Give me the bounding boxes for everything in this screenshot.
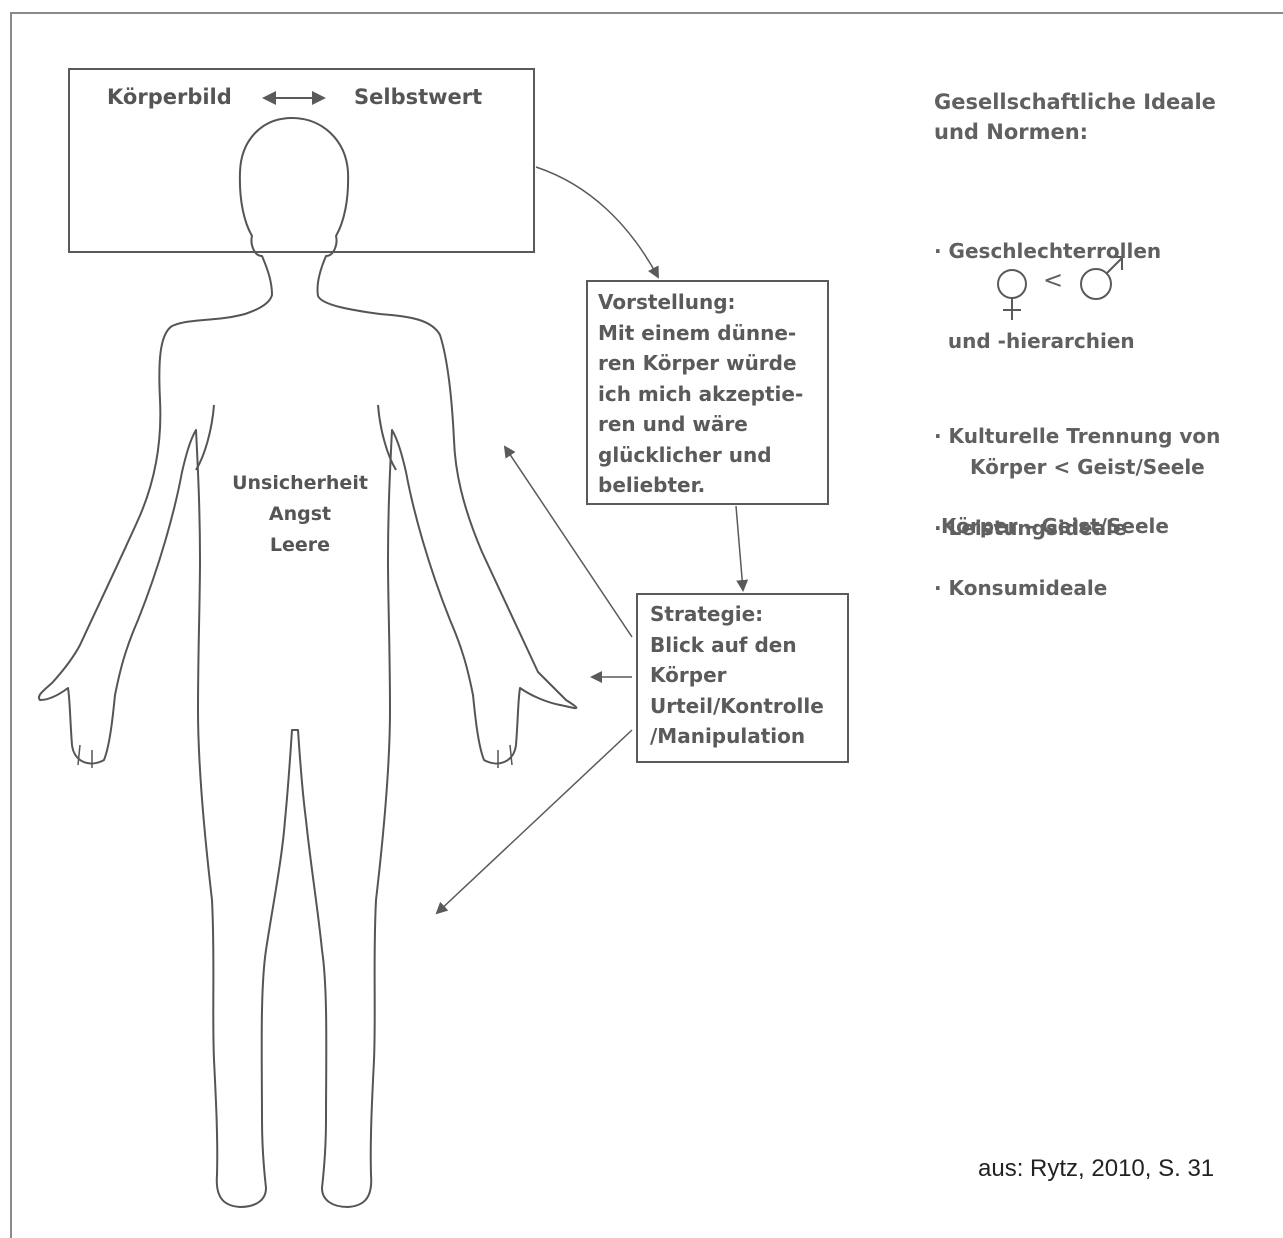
- strategie-line: Blick auf den: [650, 632, 797, 657]
- angst-label: Angst: [268, 503, 332, 525]
- vorstellung-line: ich mich akzeptie-: [598, 381, 804, 406]
- ideals-item-line: und -hierarchien: [934, 329, 1135, 353]
- human-body-outline: [38, 117, 578, 1208]
- vorstellung-heading: Vorstellung:: [598, 290, 736, 314]
- ideals-item-performance: · Leistungsideale: [934, 516, 1127, 540]
- ideals-item-line: Körper – Geist/Seele: [934, 514, 1169, 538]
- right-hand-fingers: [497, 744, 513, 768]
- right-arm-inner-line: [377, 404, 397, 471]
- body-emotion-labels: Unsicherheit Angst Leere: [200, 468, 400, 561]
- arrow-vorstellung-to-strategie: [735, 505, 749, 592]
- arrow-strategie-up: [503, 445, 633, 638]
- unsicherheit-label: Unsicherheit: [232, 472, 368, 494]
- arrow-topbox-to-vorstellung: [535, 166, 659, 279]
- ideals-item-cultural-separation: · Kulturelle Trennung von Körper – Geist…: [934, 361, 1220, 601]
- strategie-line: Urteil/Kontrolle: [650, 693, 824, 718]
- koerperbild-label: Körperbild: [107, 85, 232, 109]
- left-arm-inner-line: [195, 404, 215, 471]
- ideals-item-gender-roles: · Geschlechterrollen und -hierarchien: [934, 176, 1161, 416]
- ideals-item-consumption: · Konsumideale: [934, 576, 1108, 600]
- female-symbol-icon: [997, 269, 1027, 320]
- ideals-item-line: · Geschlechterrollen: [934, 239, 1162, 263]
- ideals-title: Gesellschaftliche Ideale und Normen:: [934, 87, 1216, 147]
- body-mind-comparison: Körper < Geist/Seele: [970, 455, 1205, 479]
- vorstellung-line: beliebter.: [598, 473, 706, 497]
- strategie-box: [636, 593, 849, 763]
- left-hand-fingers: [77, 744, 93, 768]
- arrow-strategie-down: [435, 729, 633, 915]
- strategie-text: Strategie: Blick auf den Körper Urteil/K…: [650, 599, 824, 752]
- vorstellung-text: Vorstellung: Mit einem dünne- ren Körper…: [598, 287, 803, 501]
- ideals-title-line: und Normen:: [934, 120, 1089, 144]
- ideals-item-line: · Kulturelle Trennung von: [934, 424, 1221, 448]
- vorstellung-line: glücklicher und: [598, 442, 772, 467]
- selbstwert-label: Selbstwert: [354, 85, 483, 109]
- strategie-line: /Manipulation: [650, 724, 806, 748]
- vorstellung-line: ren Körper würde: [598, 351, 797, 375]
- male-symbol-icon: [1080, 256, 1123, 300]
- citation-text: aus: Rytz, 2010, S. 31: [978, 1155, 1215, 1182]
- strategie-heading: Strategie:: [650, 602, 764, 626]
- page-frame: [10, 12, 1283, 1238]
- vorstellung-box: [586, 280, 829, 505]
- ideals-title-line: Gesellschaftliche Ideale: [934, 90, 1216, 114]
- vorstellung-line: ren und wäre: [598, 412, 748, 436]
- gender-comparison-sign: <: [1043, 266, 1064, 294]
- strategie-line: Körper: [650, 663, 727, 687]
- vorstellung-line: Mit einem dünne-: [598, 320, 797, 345]
- leere-label: Leere: [269, 534, 331, 556]
- double-arrow-icon: [262, 91, 326, 105]
- top-box: [68, 68, 535, 253]
